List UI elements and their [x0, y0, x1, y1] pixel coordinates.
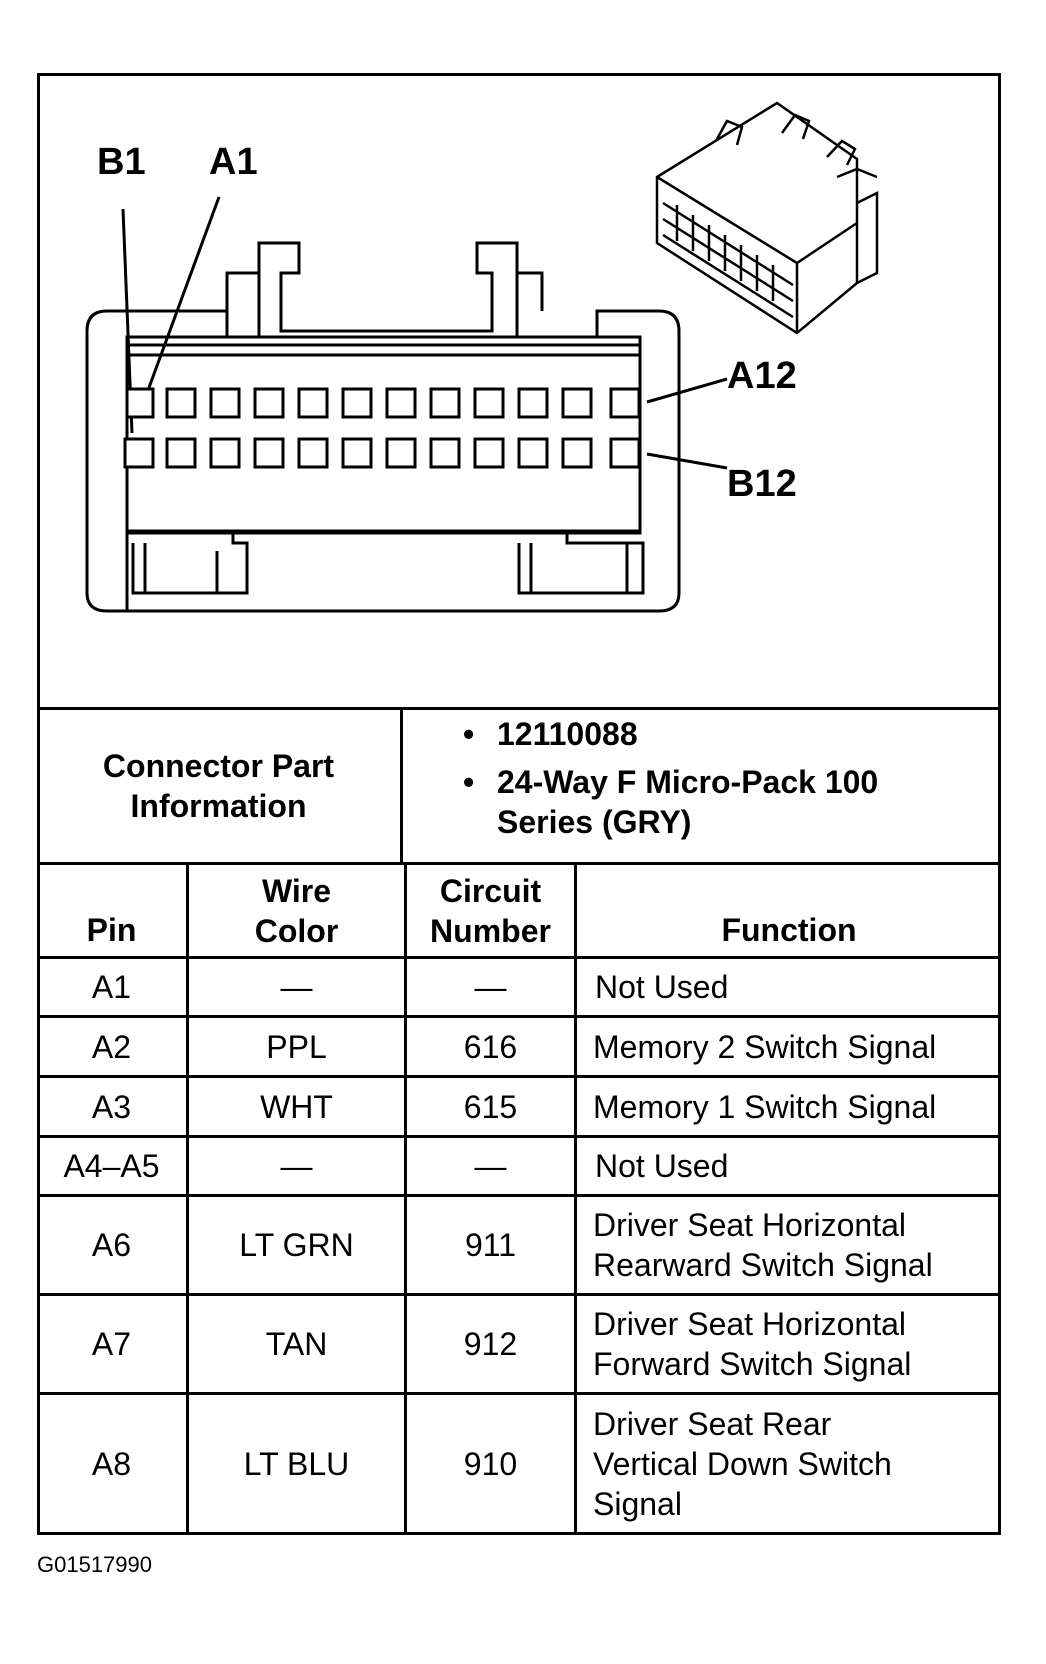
label-a12: A12: [727, 355, 797, 397]
table-cell-wire-color: PPL: [266, 1028, 327, 1065]
connector-part-number: 12110088: [463, 714, 993, 754]
table-cell-wire-color: TAN: [265, 1326, 328, 1362]
label-a1: A1: [209, 141, 258, 183]
table-cell-wire-color: LT BLU: [243, 1445, 350, 1482]
connector-description: 24-Way F Micro-Pack 100 Series (GRY): [463, 762, 917, 842]
figure-id: G01517990: [37, 1552, 152, 1577]
header-circuit-number: Circuit Number: [430, 872, 551, 949]
table-cell-pin: A2: [91, 1028, 132, 1065]
table-cell-pin: A4–A5: [63, 1148, 160, 1184]
table-cell-function: Not Used: [595, 1148, 729, 1184]
table-cell-circuit: 616: [463, 1028, 518, 1065]
table-cell-circuit: 910: [463, 1445, 518, 1482]
table-cell-wire-color: LT GRN: [239, 1227, 354, 1263]
label-b12: B12: [727, 463, 797, 505]
table-cell-function: Driver Seat Horizontal Forward Switch Si…: [593, 1306, 912, 1382]
connector-face-drawing: [85, 101, 879, 613]
table-cell-pin: A1: [91, 969, 132, 1005]
figure-frame: [37, 73, 1001, 1535]
table-cell-circuit: 911: [464, 1227, 516, 1263]
table-cell-function: Driver Seat Rear Vertical Down Switch Si…: [593, 1405, 892, 1522]
connector-diagram: B1 A1 A12 B12: [37, 73, 1001, 709]
table-cell-pin: A3: [91, 1088, 132, 1125]
connector-info-values: 12110088 24-Way F Micro-Pack 100 Series …: [403, 714, 993, 862]
header-pin: Pin: [86, 912, 137, 948]
table-cell-circuit: 615: [463, 1088, 518, 1125]
header-wire-color: Wire Color: [254, 872, 339, 949]
table-cell-pin: A7: [91, 1326, 132, 1362]
table-cell-wire-color: WHT: [260, 1088, 333, 1125]
table-cell-function: Memory 1 Switch Signal: [593, 1088, 937, 1125]
table-cell-function: Not Used: [595, 969, 729, 1005]
divider: [37, 707, 1001, 710]
table-cell-circuit: —: [474, 969, 507, 1005]
divider: [400, 707, 403, 862]
table-cell-pin: A6: [91, 1227, 132, 1263]
table-cell-circuit: 912: [463, 1326, 518, 1362]
label-b1: B1: [97, 141, 146, 183]
table-cell-wire-color: —: [280, 969, 313, 1005]
table-cell-wire-color: —: [280, 1148, 313, 1184]
table-cell-pin: A8: [91, 1445, 132, 1482]
connector-info-label: Connector Part Information: [102, 748, 335, 824]
table-cell-function: Memory 2 Switch Signal: [593, 1028, 937, 1065]
table-cell-function: Driver Seat Horizontal Rearward Switch S…: [593, 1207, 933, 1283]
table-cell-circuit: —: [474, 1148, 507, 1184]
header-function: Function: [721, 912, 857, 948]
